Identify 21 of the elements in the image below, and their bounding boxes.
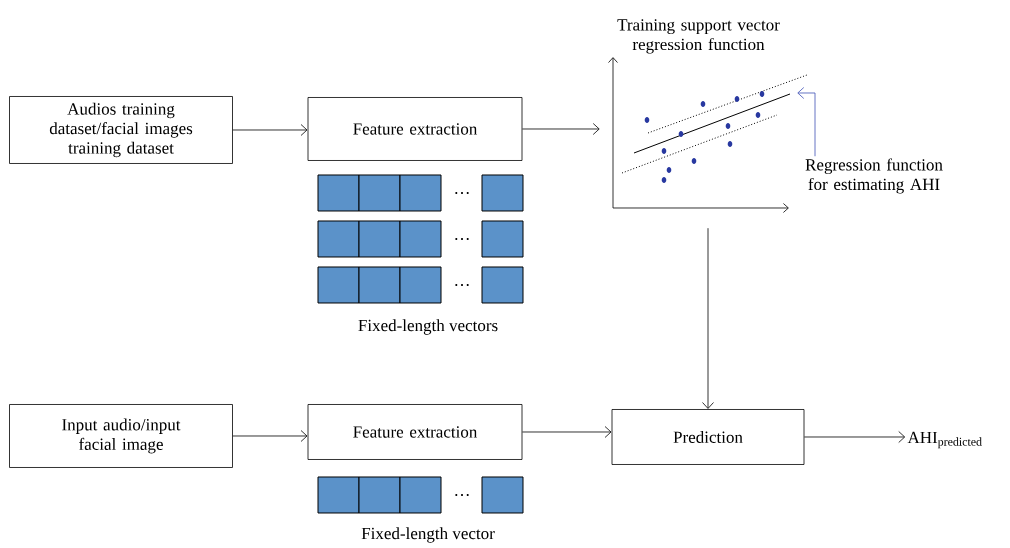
process-box: Feature extraction — [307, 404, 523, 460]
chart-title: Training support vector regression function — [617, 19, 780, 54]
text-label: … — [455, 494, 469, 496]
process-box: Audios training dataset/facial images training dataset — [9, 96, 233, 164]
text-label: Fixed-length vectors — [358, 319, 498, 335]
text-label: $\mathrm{AHI}_{\mathrm{predicted}}$ — [907, 431, 982, 449]
process-box: Prediction — [611, 409, 805, 465]
arrow — [232, 124, 308, 136]
text-label: … — [455, 192, 469, 194]
arrow — [522, 426, 612, 438]
arrow — [232, 430, 308, 442]
text-label: Fixed-length vector — [361, 527, 495, 543]
process-box: Input audio/input facial image — [9, 404, 233, 468]
arrow — [522, 123, 600, 135]
text-label: … — [455, 238, 469, 240]
arrow — [797, 87, 816, 157]
text-label: Regression function for estimating AHI — [805, 158, 943, 194]
process-box: Feature extraction — [307, 97, 523, 161]
text-label: … — [455, 284, 469, 286]
arrow — [804, 431, 906, 443]
arrow — [702, 227, 714, 409]
